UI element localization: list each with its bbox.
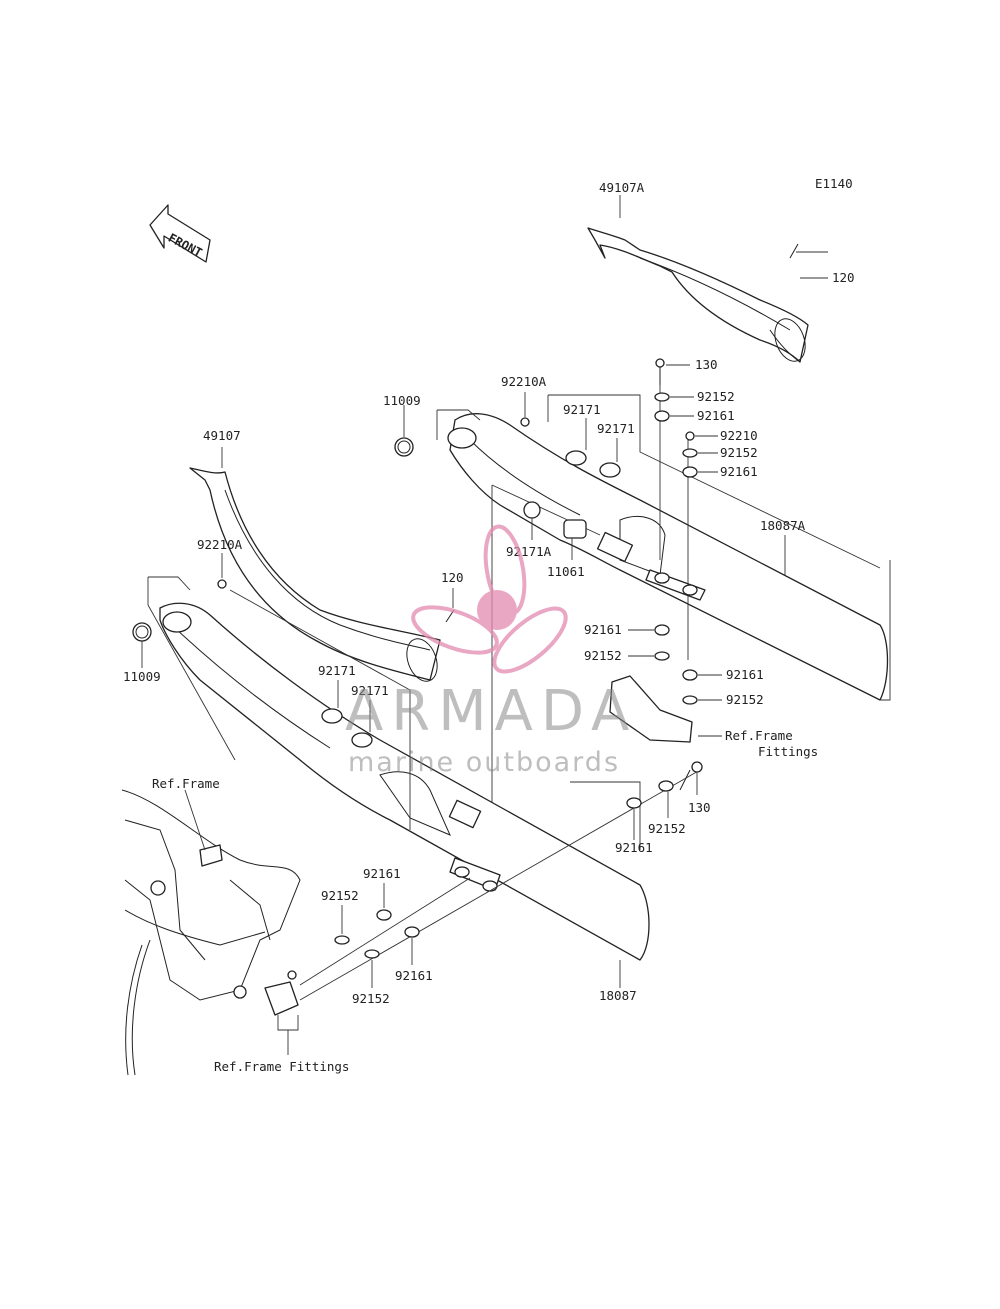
frame-fitting-right — [609, 675, 693, 743]
label-ref-frame-fittings-left: Ref.Frame Fittings — [214, 1059, 349, 1074]
label-18087A: 18087A — [760, 518, 806, 533]
clamp-92171A — [523, 501, 541, 519]
label-92171A: 92171A — [506, 544, 552, 559]
diagram-code: E1140 — [815, 176, 853, 191]
bolt-130-top — [655, 358, 665, 368]
label-ref-frame: Ref.Frame — [152, 776, 220, 791]
flange-upper — [447, 427, 477, 449]
label-92171-a: 92171 — [563, 402, 601, 417]
washer-92152-b — [682, 448, 698, 458]
grommet-92161-b — [682, 466, 698, 478]
label-92171-b: 92171 — [597, 421, 635, 436]
nut-92210 — [685, 431, 695, 441]
label-92171-c: 92171 — [318, 663, 356, 678]
label-92161-c: 92161 — [584, 622, 622, 637]
label-11009-top: 11009 — [383, 393, 421, 408]
label-18087: 18087 — [599, 988, 637, 1003]
label-92152-f: 92152 — [321, 888, 359, 903]
label-92152-d: 92152 — [726, 692, 764, 707]
label-92210: 92210 — [720, 428, 758, 443]
label-ref-frame-fittings-right-1: Ref.Frame — [725, 728, 793, 743]
label-92152-b: 92152 — [720, 445, 758, 460]
propeller-logo-icon — [411, 524, 568, 674]
label-92152-g: 92152 — [352, 991, 390, 1006]
washer-92152-c — [654, 651, 670, 661]
sleeve-11061 — [563, 519, 587, 539]
nut-92210A-lower — [217, 579, 227, 589]
label-130-top: 130 — [695, 357, 718, 372]
clamp-92171-d — [351, 732, 373, 748]
flange-lower — [162, 611, 192, 633]
label-120-top: 120 — [832, 270, 855, 285]
washer-92152-f — [334, 935, 350, 945]
label-92210A-left: 92210A — [197, 537, 243, 552]
label-92161-b: 92161 — [720, 464, 758, 479]
washer-92152-d — [682, 695, 698, 705]
label-92152-a: 92152 — [697, 389, 735, 404]
label-130-low: 130 — [688, 800, 711, 815]
bolt-130-low — [691, 761, 703, 773]
washer-92152-e — [658, 780, 674, 792]
label-92161-e: 92161 — [615, 840, 653, 855]
frame-fitting-left — [264, 981, 299, 1016]
label-92161-a: 92161 — [697, 408, 735, 423]
label-11061: 11061 — [547, 564, 585, 579]
grommet-92161-f — [376, 909, 392, 921]
front-direction-arrow: FRONT — [149, 204, 211, 263]
label-92161-f: 92161 — [363, 866, 401, 881]
muffler-18087A — [449, 413, 889, 701]
grommet-92161-g — [404, 926, 420, 938]
label-49107A: 49107A — [599, 180, 645, 195]
nut-92210A-upper — [520, 417, 530, 427]
label-11009-left: 11009 — [123, 669, 161, 684]
grommet-92161-d — [682, 669, 698, 681]
watermark-brand: ARMADA — [345, 679, 637, 744]
clamp-92171-c — [321, 708, 343, 724]
washer-92152-a — [654, 392, 670, 402]
clamp-92171-b — [599, 462, 621, 478]
washer-92152-g — [364, 949, 380, 959]
muffler-18087 — [159, 602, 650, 961]
label-92171-d: 92171 — [351, 683, 389, 698]
heat-guard-49107A — [587, 227, 809, 363]
clamp-92171-a — [565, 450, 587, 466]
label-120-mid: 120 — [441, 570, 464, 585]
watermark-tagline: marine outboards — [348, 747, 620, 778]
heat-guard-49107 — [189, 467, 441, 682]
label-ref-frame-fittings-right-2: Fittings — [758, 744, 818, 759]
label-92152-e: 92152 — [648, 821, 686, 836]
grommet-92161-e — [626, 797, 642, 809]
label-49107: 49107 — [203, 428, 241, 443]
label-92161-d: 92161 — [726, 667, 764, 682]
frame-section — [121, 789, 301, 1076]
armada-watermark: ARMADA marine outboards — [345, 524, 637, 778]
label-92210A-top: 92210A — [501, 374, 547, 389]
grommet-92161-c — [654, 624, 670, 636]
grommet-92161-a — [654, 410, 670, 422]
label-92152-c: 92152 — [584, 648, 622, 663]
label-92161-g: 92161 — [395, 968, 433, 983]
